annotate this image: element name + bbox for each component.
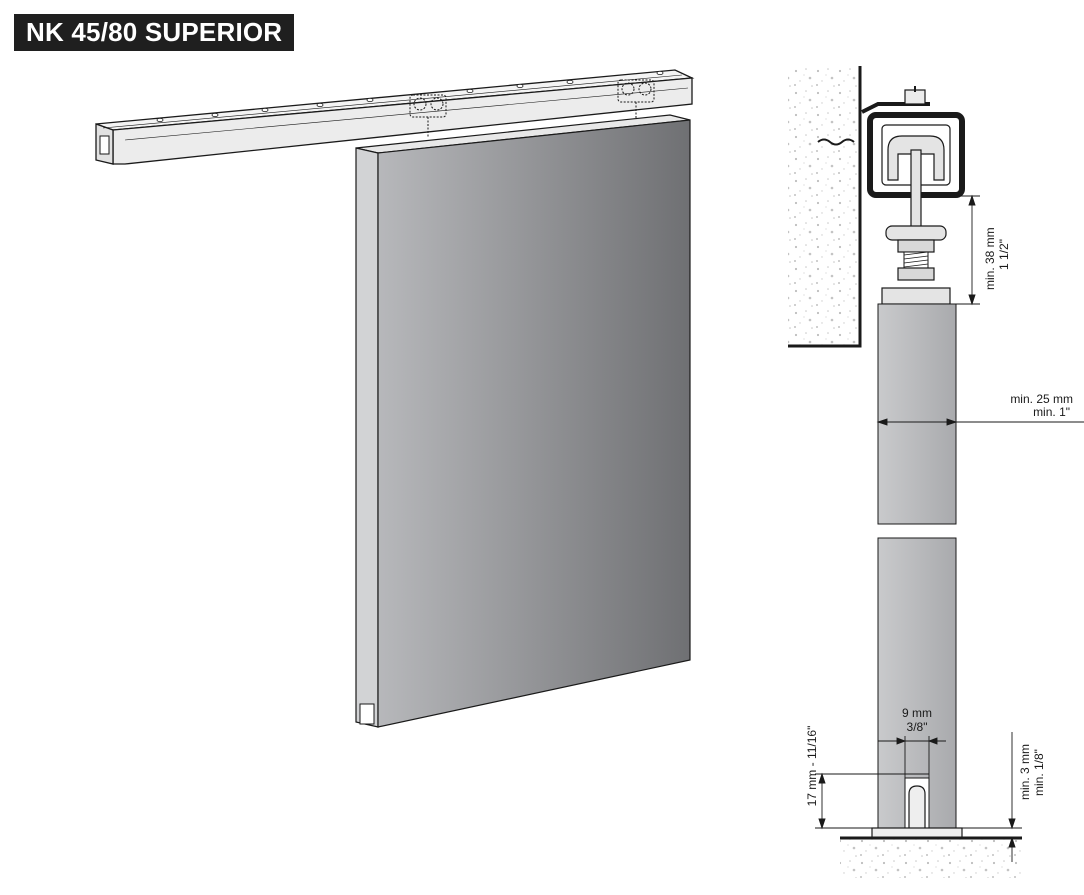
dimension-lines [815, 194, 1084, 862]
groove-width-metric: 9 mm [902, 706, 932, 720]
door-panel [355, 114, 691, 728]
hanger-gap-metric: min. 38 mm [983, 227, 997, 290]
product-title: NK 45/80 SUPERIOR [14, 14, 295, 51]
section-view: min. 38 mm 1 1/2" min. 25 mm min. 1" 9 m… [788, 66, 1084, 878]
hanger-bolt [881, 225, 951, 305]
hanger-left [409, 94, 447, 138]
hanger-right [617, 79, 655, 118]
wall [788, 66, 862, 348]
groove-depth-label: 17 mm - 11/16" [805, 726, 819, 807]
floor [840, 836, 1022, 878]
groove-width-imperial: 3/8" [907, 720, 928, 734]
door-thickness-metric: min. 25 mm [1010, 392, 1073, 406]
floor-gap-metric: min. 3 mm [1018, 744, 1032, 800]
door-section [877, 303, 957, 829]
door-thickness-imperial: min. 1" [1033, 405, 1070, 419]
track-rail [95, 69, 695, 165]
floor-gap-imperial: min. 1/8" [1032, 749, 1046, 796]
perspective-view [95, 69, 695, 728]
track-profile [861, 86, 965, 229]
hanger-gap-imperial: 1 1/2" [997, 239, 1011, 270]
